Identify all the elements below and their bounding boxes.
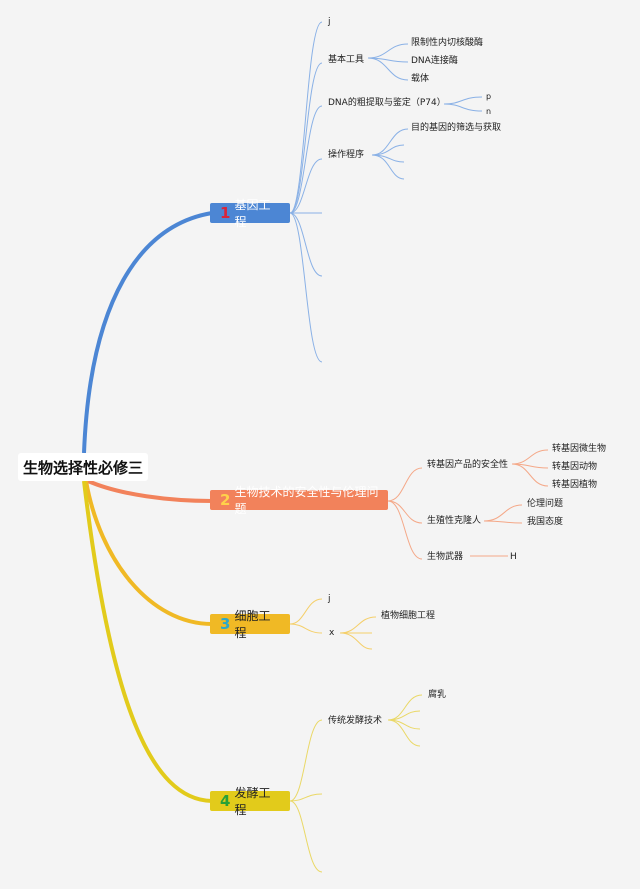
t1-node-gene-screening[interactable]: 目的基因的筛选与获取 [411, 123, 502, 133]
t2-node-gm-microbe[interactable]: 转基因微生物 [552, 444, 607, 454]
t2-node-ethics[interactable]: 伦理问题 [527, 499, 564, 509]
topic-2[interactable]: 2 生物技术的安全性与伦理问题 [210, 485, 388, 516]
topic-1-number: 1 [220, 204, 231, 222]
branch-line-3 [84, 480, 213, 626]
t2-node-reproductive-cloning[interactable]: 生殖性克隆人 [427, 516, 482, 526]
t1-child-lines [289, 21, 483, 363]
topic-3-label: 细胞工程 [234, 609, 271, 640]
t2-child-lines [387, 449, 549, 560]
t2-node-bioweapons[interactable]: 生物武器 [427, 552, 464, 562]
topic-3[interactable]: 3 细胞工程 [210, 609, 290, 640]
branch-line-1 [82, 211, 213, 454]
t2-node-attitude[interactable]: 我国态度 [527, 517, 564, 527]
topic-2-number: 2 [220, 491, 231, 509]
t3-node-x[interactable]: x [329, 628, 335, 638]
t4-child-lines [289, 694, 423, 873]
t1-node-vector[interactable]: 载体 [411, 74, 430, 84]
root-topic-label: 生物选择性必修三 [22, 458, 143, 477]
topic-1-label: 基因工程 [234, 198, 271, 229]
t4-node-traditional-fermentation[interactable]: 传统发酵技术 [328, 716, 383, 726]
t1-node-procedure[interactable]: 操作程序 [328, 150, 365, 160]
branch-line-2 [87, 479, 213, 503]
topic-1[interactable]: 1 基因工程 [210, 198, 290, 229]
t2-node-gm-plant[interactable]: 转基因植物 [552, 480, 598, 490]
t2-node-gm-animal[interactable]: 转基因动物 [552, 462, 598, 472]
t1-node-p[interactable]: p [486, 92, 492, 101]
t1-node-j[interactable]: j [328, 17, 331, 27]
t3-node-j[interactable]: j [328, 594, 331, 604]
t2-node-h[interactable]: H [510, 552, 517, 562]
t1-node-dna-ligase[interactable]: DNA连接酶 [411, 56, 458, 66]
t2-node-gm-safety[interactable]: 转基因产品的安全性 [427, 460, 509, 470]
t1-node-basic-tools[interactable]: 基本工具 [328, 55, 365, 65]
t3-node-plant-cell-engineering[interactable]: 植物细胞工程 [381, 611, 436, 621]
topic-4-label: 发酵工程 [234, 786, 271, 817]
branch-line-4 [82, 480, 213, 803]
topic-3-number: 3 [220, 615, 231, 633]
t4-node-tofu[interactable]: 腐乳 [428, 690, 447, 700]
t1-node-restriction-enzyme[interactable]: 限制性内切核酸酶 [411, 38, 484, 48]
t3-child-lines [289, 598, 377, 650]
topic-4[interactable]: 4 发酵工程 [210, 786, 290, 817]
t1-node-n[interactable]: n [486, 107, 492, 116]
root-topic[interactable]: 生物选择性必修三 [18, 453, 148, 481]
topic-2-label: 生物技术的安全性与伦理问题 [234, 485, 379, 516]
t1-node-dna-extraction[interactable]: DNA的粗提取与鉴定（P74） [328, 98, 446, 108]
topic-4-number: 4 [220, 792, 231, 810]
